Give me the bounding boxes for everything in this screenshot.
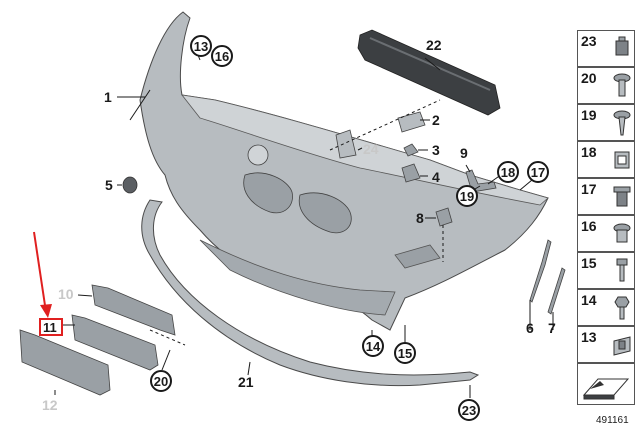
legend-label: 23: [581, 33, 597, 49]
callout-23: 23: [458, 399, 480, 421]
callout-1: 1: [104, 89, 112, 105]
callout-3: 3: [432, 142, 440, 158]
callout-18: 18: [497, 161, 519, 183]
callout-15: 15: [394, 342, 416, 364]
legend-label: 15: [581, 255, 597, 271]
emblem: [247, 144, 269, 166]
pointer-arrow: [33, 231, 47, 313]
callout-22: 22: [426, 37, 442, 53]
legend-item-16: 16: [577, 215, 635, 252]
callout-16: 16: [211, 45, 233, 67]
rivet-icon: [613, 73, 631, 97]
bumper-top: [181, 94, 549, 206]
carrier-22: [357, 29, 501, 116]
callout-10: 10: [58, 286, 74, 302]
callout-12: 12: [42, 397, 58, 413]
legend-label: 20: [581, 70, 597, 86]
clamp-icon: [613, 336, 631, 356]
legend-item-20: 20: [577, 67, 635, 104]
bolt-icon: [616, 258, 628, 282]
bracket-4: [401, 163, 421, 183]
lower-spoiler: [141, 199, 480, 387]
callout-21: 21: [238, 374, 254, 390]
legend-label: 14: [581, 292, 597, 308]
expanding-nut-icon: [613, 186, 631, 207]
pointer-arrowhead: [40, 304, 52, 318]
callout-19: 19: [456, 185, 478, 207]
strip-7: [547, 267, 566, 315]
legend-item-19: 19: [577, 104, 635, 141]
reference-number: 491161: [596, 415, 629, 426]
legend-item-17: 17: [577, 178, 635, 215]
legend-label: 13: [581, 329, 597, 345]
legend-item-15: 15: [577, 252, 635, 289]
callout-13: 13: [190, 35, 212, 57]
strip-6: [529, 239, 552, 303]
plate-11: [71, 314, 159, 371]
legend-label: 16: [581, 218, 597, 234]
cap-2: [397, 111, 426, 133]
collar-nut-icon: [613, 223, 631, 243]
nut-icon: [615, 36, 629, 56]
legend-label: 18: [581, 144, 597, 160]
callout-17: 17: [527, 161, 549, 183]
callout-24: 24: [363, 141, 379, 157]
grille-right: [298, 192, 352, 234]
callout-7: 7: [548, 320, 556, 336]
grille-left: [243, 172, 293, 214]
callout-20: 20: [150, 370, 172, 392]
bumper-body: [139, 11, 549, 331]
callout-2: 2: [432, 112, 440, 128]
plate-10: [91, 284, 176, 336]
cap-5: [122, 176, 138, 194]
callout-8: 8: [416, 210, 424, 226]
callout-11-highlight: 11: [39, 318, 63, 336]
legend-label: 19: [581, 107, 597, 123]
plate-12: [19, 329, 111, 396]
legend-item-18: 18: [577, 141, 635, 178]
clip-3: [403, 143, 419, 157]
callout-4: 4: [432, 169, 440, 185]
hex-bolt-icon: [614, 296, 630, 320]
screw-icon: [613, 110, 631, 136]
callout-11: 11: [43, 320, 57, 335]
legend-item-14: 14: [577, 289, 635, 326]
legend-item-23: 23: [577, 30, 635, 67]
callout-14: 14: [362, 335, 384, 357]
shim-icon: [582, 378, 630, 400]
legend-item-13: 13: [577, 326, 635, 363]
legend-label: 17: [581, 181, 597, 197]
bracket-24: [335, 129, 357, 159]
clip-icon: [614, 151, 630, 169]
side-vent: [394, 244, 441, 269]
lower-intake: [199, 239, 396, 316]
callout-9: 9: [460, 145, 468, 161]
legend-item-shim: [577, 363, 635, 405]
callout-5: 5: [105, 177, 113, 193]
callout-6: 6: [526, 320, 534, 336]
clip-8: [435, 207, 453, 227]
